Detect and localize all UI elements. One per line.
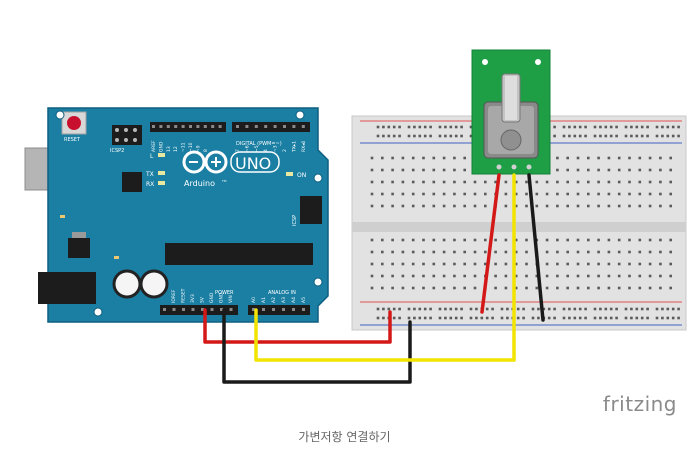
arduino-brand-text: Arduino	[184, 179, 215, 188]
yellow-a0-wire	[254, 308, 516, 362]
digital-high-pin-label: 13	[166, 146, 172, 152]
arduino-logo-icon	[182, 150, 228, 174]
led-on-label: ON	[297, 172, 306, 179]
digital-high-pin-label: AREF	[151, 140, 157, 152]
digital-low-pin-label: ~5	[254, 145, 260, 152]
digital-high-pin-label: ~11	[181, 142, 187, 152]
digital-high-pin-label: ~9	[195, 145, 201, 152]
atmega-chip	[165, 243, 313, 265]
led-l	[158, 153, 165, 157]
power-pin-label: GND	[209, 292, 215, 303]
reset-label: RESET	[64, 137, 81, 143]
power-pin-label: VIN	[228, 295, 234, 303]
power-header	[160, 305, 238, 315]
red-jumper-wire	[480, 173, 501, 314]
led-tx	[158, 171, 165, 175]
digital-high-pin-label: 12	[173, 146, 179, 152]
digital-header-right	[232, 122, 310, 132]
led-l-label: L	[150, 153, 154, 160]
analog-pin-label: A1	[261, 297, 267, 303]
digital-low-pin-label: 2	[282, 149, 288, 152]
potentiometer-module	[471, 49, 551, 175]
analog-pin-label: A2	[271, 297, 277, 303]
digital-low-pin-label: ~3	[273, 145, 279, 152]
power-pin-label: 3V3	[190, 294, 196, 303]
icsp-label: ICSP	[292, 215, 298, 226]
analog-label: ANALOG IN	[268, 290, 296, 296]
black-jumper-wire	[527, 173, 545, 322]
led-rx-label: RX	[146, 181, 154, 188]
led-rx	[158, 181, 165, 185]
digital-label: DIGITAL (PWM=~)	[236, 141, 282, 147]
power-pin-label: GND	[219, 292, 225, 303]
icsp-header	[300, 196, 322, 224]
power-pin-label: IOREF	[171, 289, 177, 303]
led-tx-label: TX	[145, 171, 154, 178]
arduino-uno-board: RESET ICSP2 DIGITAL (PWM=~) L TX RX ON U…	[24, 107, 329, 323]
digital-low-pin-label: 4	[263, 149, 269, 152]
power-pin-label: 5V	[200, 296, 206, 303]
power-pin-label: RESET	[181, 288, 187, 303]
black-gnd-wire	[222, 308, 412, 384]
voltage-regulator	[68, 238, 90, 258]
digital-low-pin-label: TX▸1	[291, 141, 297, 153]
arduino-tm: TM	[221, 179, 227, 183]
digital-low-pin-label: 7	[235, 149, 241, 152]
digital-high-pin-label: 8	[203, 149, 209, 152]
digital-low-pin-label: RX◂0	[301, 141, 307, 152]
power-label: POWER	[215, 290, 234, 296]
analog-header	[248, 305, 310, 315]
digital-high-pin-label: ~10	[188, 142, 194, 152]
digital-header-left	[150, 122, 226, 132]
capacitor-1	[112, 269, 142, 299]
analog-pin-label: A3	[281, 297, 287, 303]
analog-pin-label: A5	[301, 297, 307, 303]
analog-pin-label: A4	[291, 297, 297, 303]
analog-pin-label: A0	[251, 297, 257, 303]
uno-logo-text: UNO	[235, 154, 271, 173]
digital-high-pin-label: GND	[158, 141, 164, 152]
icsp2-header	[112, 125, 142, 145]
wires	[203, 173, 545, 384]
fritzing-watermark: fritzing	[602, 392, 677, 416]
power-jack	[38, 272, 96, 304]
capacitor-2	[139, 269, 169, 299]
red-5v-wire	[203, 308, 392, 344]
icsp2-label: ICSP2	[110, 148, 124, 154]
figure-caption: 가변저항 연결하기	[298, 430, 391, 444]
led-on	[286, 172, 293, 176]
digital-low-pin-label: ~6	[244, 145, 250, 152]
usb-chip	[122, 172, 142, 192]
